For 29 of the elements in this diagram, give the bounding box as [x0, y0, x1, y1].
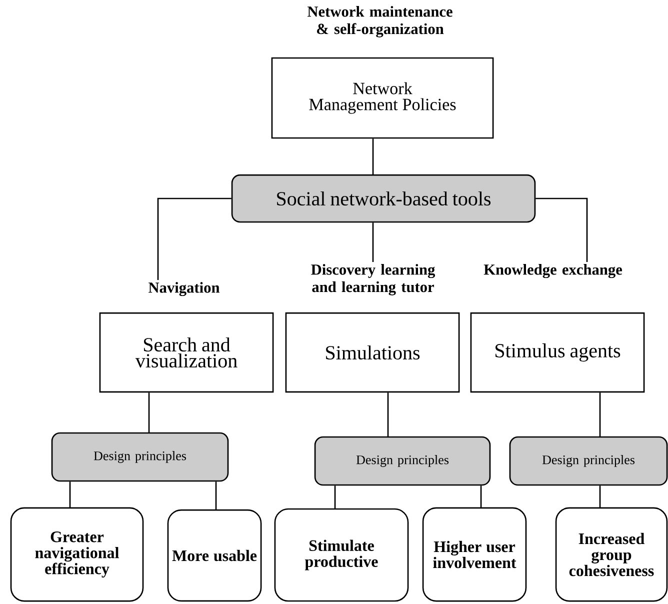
heading: Discovery learning and learning tutor	[311, 264, 436, 296]
category-box: Design principles	[509, 436, 668, 486]
connector	[536, 198, 588, 262]
outcome-box: Increased group cohesiveness	[555, 507, 668, 602]
connector	[372, 222, 374, 262]
connector	[148, 392, 150, 433]
category-box: Design principles	[51, 432, 229, 482]
connector	[599, 486, 601, 508]
process-box: Search and visualization	[99, 312, 274, 393]
outcome-box: Stimulate productive	[274, 508, 409, 602]
connector	[215, 482, 217, 510]
connector	[372, 138, 374, 175]
heading: Knowledge exchange	[484, 264, 622, 278]
connector	[599, 392, 601, 437]
outcome-box: More usable	[167, 509, 262, 602]
connector	[334, 486, 336, 509]
heading: Network maintenance & self-organization	[307, 6, 452, 38]
outcome-box: Higher user involvement	[422, 507, 527, 602]
category-box: Social network-based tools	[231, 174, 536, 223]
process-box: Simulations	[285, 312, 460, 393]
connector	[387, 392, 389, 437]
heading: Navigation	[148, 282, 220, 296]
process-box: Network Management Policies	[271, 57, 494, 139]
connector	[157, 198, 232, 280]
connector	[480, 486, 482, 508]
connector	[69, 482, 71, 508]
outcome-box: Greater navigational efficiency	[10, 507, 144, 602]
category-box: Design principles	[314, 436, 491, 486]
process-box: Stimulus agents	[470, 312, 645, 393]
